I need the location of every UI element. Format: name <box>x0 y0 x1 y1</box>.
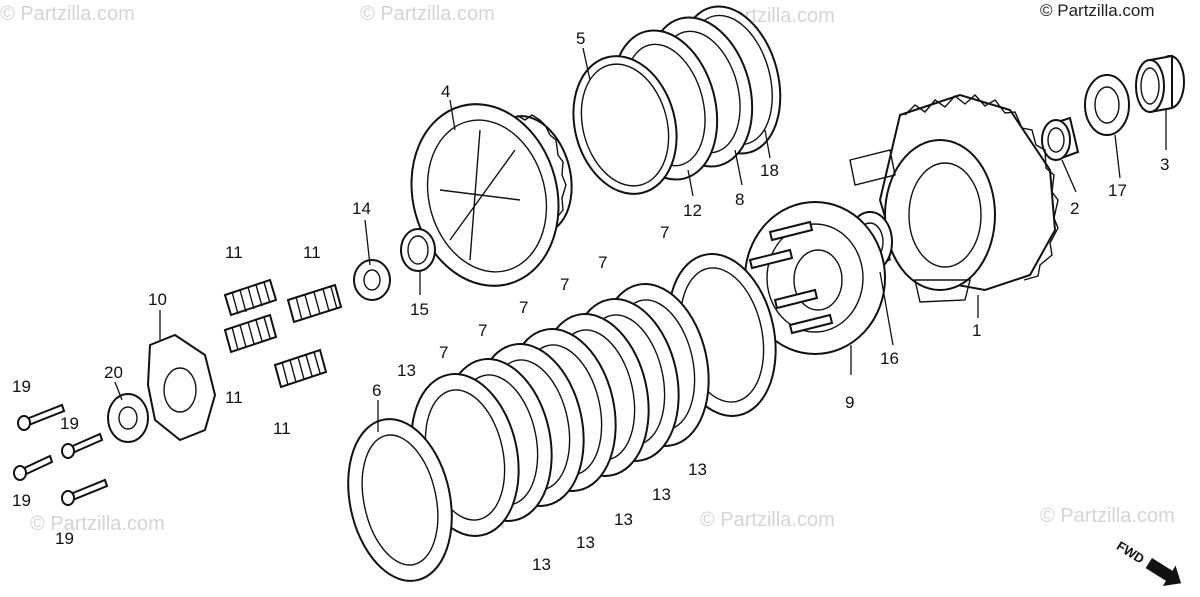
part-19-bolt-4 <box>61 478 109 506</box>
part-1-clutch-outer <box>844 93 1059 303</box>
callout-11d: 11 <box>273 419 291 438</box>
part-10-lifter-plate <box>146 333 217 442</box>
callout-11b: 11 <box>303 243 321 262</box>
callout-4: 4 <box>441 82 450 101</box>
callout-14: 14 <box>352 199 371 218</box>
watermark-bottom-right: © Partzilla.com <box>700 509 835 531</box>
callout-13b: 13 <box>688 460 707 479</box>
watermark-top-left: © Partzilla.com <box>0 3 135 25</box>
watermark-bottom-far-right: © Partzilla.com <box>1040 505 1175 527</box>
callout-7b: 7 <box>598 253 607 272</box>
part-19-bolt-2 <box>61 432 104 459</box>
part-11-spring-1 <box>223 278 278 317</box>
part-6-friction-disc <box>347 418 453 582</box>
callout-13d: 13 <box>614 510 633 529</box>
callout-7c: 7 <box>560 275 569 294</box>
callout-10: 10 <box>148 290 167 309</box>
fwd-arrow-icon <box>1145 558 1182 586</box>
callout-1: 1 <box>972 321 981 340</box>
callout-7e: 7 <box>478 321 487 340</box>
clutch-plate-stack <box>410 283 710 537</box>
part-14-lock-washer <box>353 259 391 301</box>
part-15-washer <box>400 228 436 272</box>
part-5-ring <box>572 55 678 195</box>
part-11-spring-4 <box>273 348 328 389</box>
callout-11a: 11 <box>225 243 243 262</box>
callout-8: 8 <box>735 190 744 209</box>
callout-9: 9 <box>845 393 854 412</box>
callout-7a: 7 <box>660 223 669 242</box>
callout-15: 15 <box>410 300 429 319</box>
fwd-arrow: FWD <box>1114 538 1182 586</box>
part-19-bolt-3 <box>13 454 54 481</box>
callout-7d: 7 <box>519 298 528 317</box>
part-4-pressure-plate <box>410 103 573 287</box>
fwd-label: FWD <box>1114 538 1147 566</box>
callout-20: 20 <box>104 363 123 382</box>
callout-3: 3 <box>1160 155 1169 174</box>
callout-16: 16 <box>880 349 899 368</box>
part-19-bolt-1 <box>17 403 66 431</box>
callout-18: 18 <box>760 161 779 180</box>
watermark-bottom-left: © Partzilla.com <box>30 513 165 535</box>
callout-19c: 19 <box>12 491 31 510</box>
leader-lines <box>114 47 1167 432</box>
callout-7f: 7 <box>439 343 448 362</box>
watermark-top-center: © Partzilla.com <box>360 3 495 25</box>
part-20-bearing <box>107 393 149 443</box>
callout-12: 12 <box>683 201 702 220</box>
callout-13e: 13 <box>576 533 595 552</box>
callouts: 1 2 3 4 5 6 7 7 7 7 7 7 8 9 10 11 11 11 … <box>12 29 1169 574</box>
callout-5: 5 <box>576 29 585 48</box>
part-3-sleeve <box>1135 54 1185 114</box>
callout-2: 2 <box>1070 199 1079 218</box>
part-11-spring-2 <box>286 283 343 324</box>
part-11-spring-3 <box>223 313 278 354</box>
callout-13c: 13 <box>652 485 671 504</box>
part-17-washer <box>1084 74 1130 136</box>
copyright-text: © Partzilla.com <box>1040 1 1155 20</box>
callout-19b: 19 <box>60 414 79 433</box>
callout-13f: 13 <box>532 555 551 574</box>
callout-17: 17 <box>1108 181 1127 200</box>
part-2-bushing <box>1041 116 1080 162</box>
callout-13a: 13 <box>397 361 416 380</box>
callout-6: 6 <box>372 381 381 400</box>
callout-19d: 19 <box>55 529 74 548</box>
callout-11c: 11 <box>225 388 243 407</box>
callout-19a: 19 <box>12 377 31 396</box>
